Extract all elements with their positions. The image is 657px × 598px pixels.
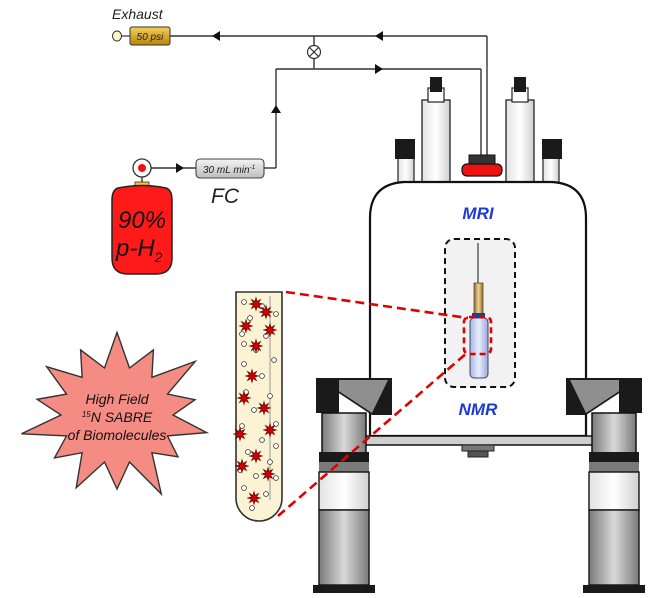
- arrow-left-icon: [212, 31, 220, 41]
- flow-controller-name: FC: [211, 185, 240, 208]
- p-h2-cylinder: 90% p-H2: [111, 158, 173, 275]
- magnet-right-stand: [566, 378, 645, 593]
- arrow-right-icon: [176, 163, 184, 173]
- sample-tube: [232, 291, 283, 522]
- cylinder-percent: 90%: [118, 207, 166, 234]
- title-burst: High Field 15N SABRE of Biomolecules: [21, 330, 210, 497]
- burst-line-1: High Field: [85, 391, 149, 407]
- bubble: [239, 423, 245, 429]
- bubble: [241, 299, 247, 305]
- magnet: MRI NMR: [313, 77, 645, 593]
- polarized-molecule-icon: [262, 322, 278, 338]
- bubble: [241, 361, 247, 367]
- arrow-up-icon: [271, 105, 281, 113]
- polarized-molecule-icon: [248, 448, 264, 464]
- polarized-molecule-icon: [232, 426, 248, 442]
- bubble: [259, 373, 265, 379]
- cylinder-body: [111, 184, 173, 275]
- sample-rod: [473, 282, 484, 317]
- flow-arrows: [176, 31, 383, 173]
- bubble: [267, 459, 273, 465]
- polarized-molecule-icon: [244, 368, 260, 384]
- bubble: [241, 341, 247, 347]
- exhaust-label: Exhaust: [112, 6, 164, 22]
- bubbles: [237, 299, 279, 511]
- bubble: [273, 311, 279, 317]
- back-pressure-label: 50 psi: [137, 32, 164, 43]
- polarized-molecule-icon: [256, 400, 272, 416]
- polarized-molecule-icon: [246, 490, 262, 506]
- bubble: [273, 443, 279, 449]
- bubble: [251, 407, 257, 413]
- polarized-molecule-icon: [248, 296, 264, 312]
- nmr-tube: [469, 317, 489, 379]
- polarized-molecule-icon: [234, 458, 250, 474]
- nmr-label: NMR: [459, 400, 498, 419]
- exhaust-outlet-icon: [112, 30, 130, 42]
- bubble: [239, 331, 245, 337]
- bubble: [267, 393, 273, 399]
- flow-controller: [195, 158, 265, 179]
- zoom-line-top: [285, 290, 469, 320]
- bubble: [253, 473, 259, 479]
- bubble: [263, 491, 269, 497]
- polarized-molecule-icon: [262, 422, 278, 438]
- bubble: [271, 357, 277, 363]
- polarized-molecule-icon: [260, 466, 276, 482]
- polarized-molecule-icon: [236, 390, 252, 406]
- bubble: [259, 437, 265, 443]
- magnet-table: [364, 435, 596, 446]
- bubble: [273, 475, 279, 481]
- magnet-cap: [461, 154, 503, 177]
- bubble: [247, 315, 253, 321]
- burst-line-3: of Biomolecules: [68, 427, 167, 443]
- bubble: [241, 485, 247, 491]
- polarized-molecules: [232, 296, 278, 506]
- bubble: [245, 449, 251, 455]
- back-pressure-regulator: [129, 26, 171, 46]
- arrow-right-icon: [375, 64, 383, 74]
- flow-controller-value: 30 mL min-1: [203, 164, 256, 176]
- polarized-molecule-icon: [258, 304, 274, 320]
- zoom-callout: [277, 290, 493, 517]
- valve-icon: [306, 44, 322, 60]
- polarized-molecule-icon: [238, 318, 254, 334]
- burst-line-2: 15N SABRE: [82, 409, 153, 425]
- burst-shape: [21, 330, 210, 497]
- polarized-molecule-icon: [248, 338, 264, 354]
- arrow-left-icon: [375, 31, 383, 41]
- mri-label: MRI: [462, 204, 494, 223]
- cylinder-gas: p-H2: [115, 235, 163, 265]
- bubble: [249, 505, 255, 511]
- magnet-left-stand: [313, 378, 392, 593]
